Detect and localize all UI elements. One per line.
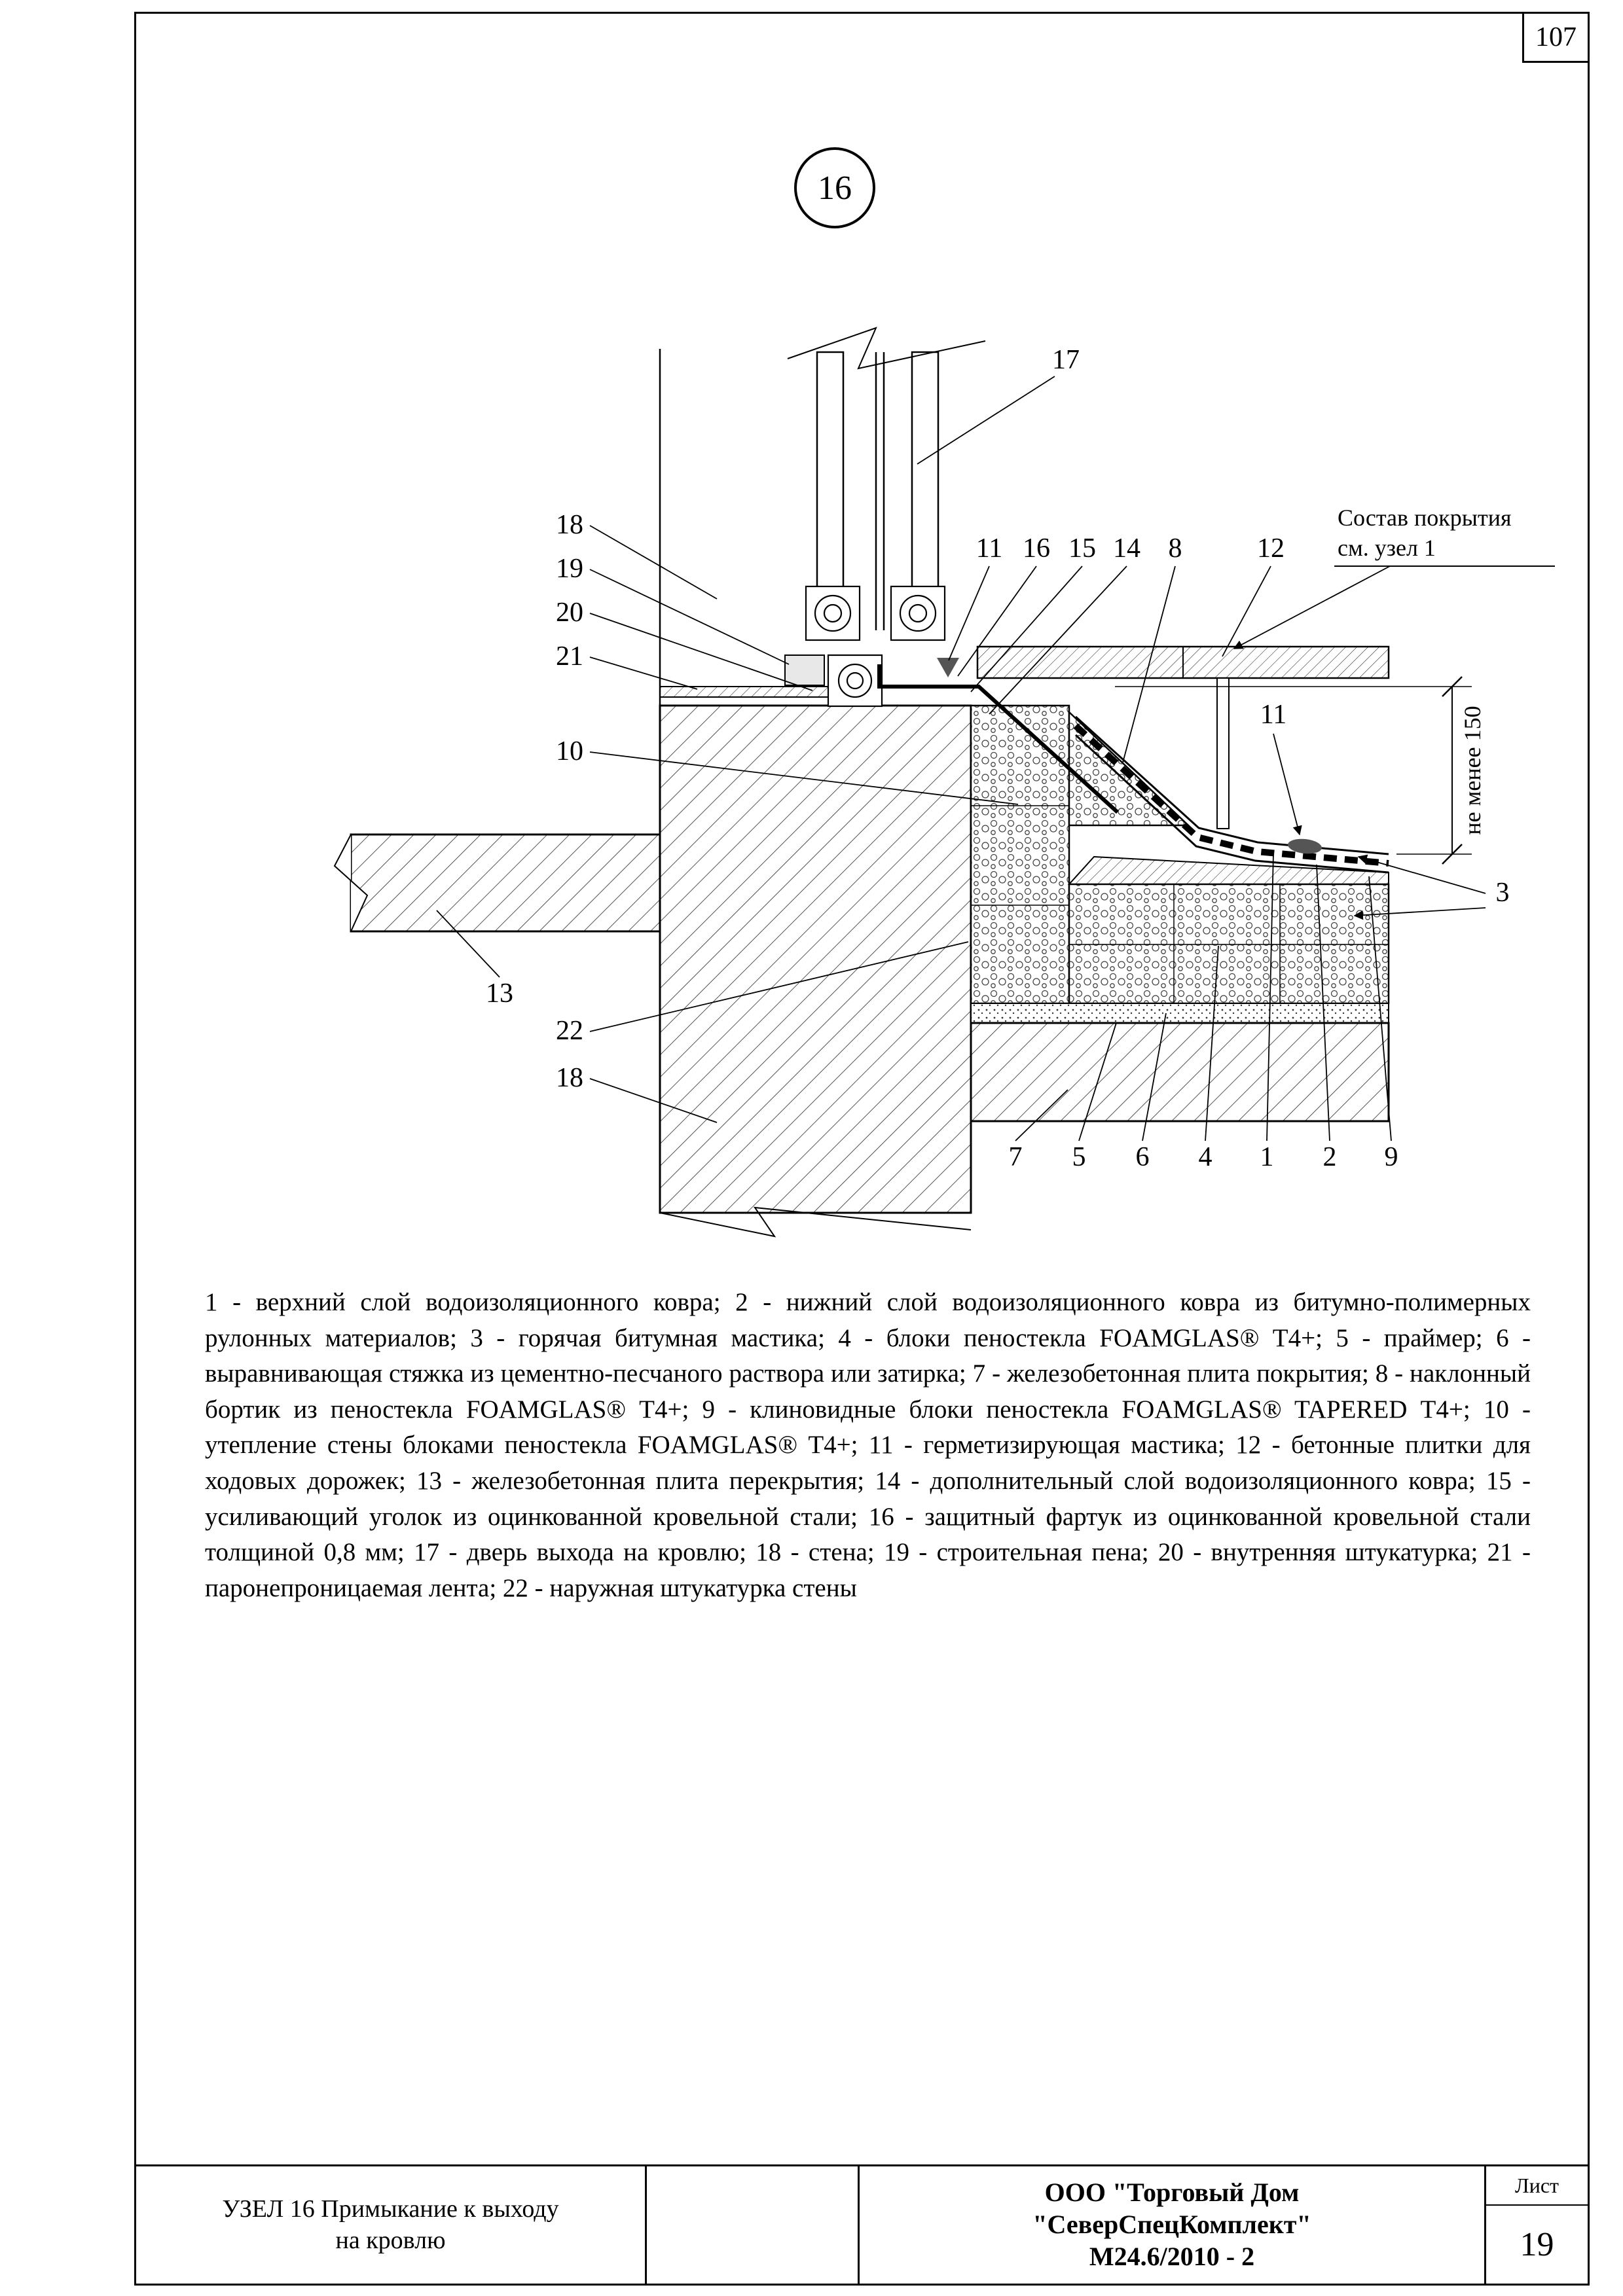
callout-9: 9 — [1368, 876, 1398, 1172]
callout-13: 13 — [436, 910, 513, 1009]
document-code: М24.6/2010 - 2 — [1089, 2241, 1255, 2271]
node-number-circle: 16 — [794, 147, 875, 228]
coating-note-line2: см. узел 1 — [1338, 535, 1436, 561]
callout-2: 2 — [1316, 864, 1337, 1172]
sheet-label: Лист — [1486, 2166, 1588, 2206]
foam-blocks — [1068, 883, 1390, 1005]
callout-11-right: 11 — [1260, 700, 1302, 836]
drawing-title: УЗЕЛ 16 Примыкание к выходу на кровлю — [136, 2166, 647, 2284]
callout-22: 22 — [556, 941, 969, 1046]
callout-label: 9 — [1385, 1142, 1398, 1172]
dimension-label: не менее 150 — [1459, 706, 1486, 834]
callout-17: 17 — [917, 345, 1080, 465]
callout-12: 12 — [1222, 533, 1285, 657]
callout-20: 20 — [556, 598, 813, 691]
sealant-mastic — [937, 658, 1322, 854]
drawing-title-line2: на кровлю — [335, 2226, 446, 2254]
roof-slab — [970, 1022, 1390, 1122]
page-number: 107 — [1522, 14, 1588, 63]
callout-label: 5 — [1072, 1142, 1086, 1172]
callout-label: 12 — [1257, 533, 1285, 564]
coating-note: Состав покрытия см. узел 1 — [1233, 505, 1555, 649]
title-block-spacer — [647, 2166, 860, 2284]
callout-14: 14 — [989, 533, 1140, 715]
company-block: ООО "Торговый Дом "СеверСпецКомплект" М2… — [860, 2166, 1484, 2284]
callout-18-bottom: 18 — [556, 1063, 718, 1123]
coating-note-line1: Состав покрытия — [1338, 505, 1512, 531]
callout-label: 10 — [556, 736, 583, 766]
callout-8: 8 — [1122, 533, 1182, 763]
callout-1: 1 — [1260, 852, 1274, 1172]
drawing-title-line1: УЗЕЛ 16 Примыкание к выходу — [222, 2195, 559, 2223]
callout-label: 4 — [1199, 1142, 1213, 1172]
callout-7: 7 — [1009, 1089, 1068, 1172]
callout-label: 15 — [1068, 533, 1096, 564]
callout-label: 18 — [556, 510, 583, 540]
callout-label: 21 — [556, 641, 583, 672]
callout-21: 21 — [556, 641, 698, 690]
callout-label: 22 — [556, 1016, 583, 1046]
callout-label: 16 — [1023, 533, 1050, 564]
callout-16: 16 — [957, 533, 1050, 677]
section-drawing: не менее 150 Состав покрытия см. узел 1 … — [333, 327, 1555, 1238]
dimension-150 — [1115, 676, 1472, 865]
page-frame: 107 16 — [134, 12, 1590, 2286]
company-line2: "СеверСпецКомплект" — [1032, 2210, 1311, 2240]
callout-label: 13 — [486, 978, 513, 1009]
callout-label: 11 — [976, 533, 1002, 564]
callout-label: 7 — [1009, 1142, 1023, 1172]
legend-text: 1 - верхний слой водоизоляционного ковра… — [205, 1288, 1531, 1602]
title-block: УЗЕЛ 16 Примыкание к выходу на кровлю ОО… — [136, 2164, 1588, 2284]
roof-membrane-layers — [1073, 715, 1389, 874]
callout-label: 18 — [556, 1063, 583, 1093]
callout-label: 20 — [556, 598, 583, 628]
tapered-blocks — [1067, 855, 1389, 885]
wall-insulation — [970, 704, 1070, 1005]
callout-19: 19 — [556, 554, 790, 665]
callout-label: 8 — [1169, 533, 1182, 564]
callout-6: 6 — [1136, 1013, 1167, 1172]
callout-label: 6 — [1136, 1142, 1150, 1172]
callout-label: 17 — [1052, 345, 1080, 375]
floor-slab-section — [333, 833, 661, 933]
callout-10: 10 — [556, 736, 1019, 805]
callout-3: 3 — [1353, 854, 1510, 920]
paving-slabs — [976, 645, 1390, 829]
door-section — [659, 327, 986, 706]
company-line1: ООО "Торговый Дом — [1044, 2178, 1300, 2208]
sealing-layers — [659, 655, 829, 698]
callout-label: 14 — [1113, 533, 1140, 564]
callout-15: 15 — [970, 533, 1096, 692]
callout-label: 1 — [1260, 1142, 1274, 1172]
callout-label: 2 — [1323, 1142, 1337, 1172]
wood-blocks — [805, 585, 946, 708]
foam-curb — [1068, 710, 1191, 827]
sheet-number: 19 — [1520, 2226, 1554, 2263]
sheet-cell: Лист 19 — [1484, 2166, 1588, 2284]
metal-apron — [877, 664, 1120, 814]
callout-4: 4 — [1199, 945, 1219, 1172]
callout-label: 19 — [556, 554, 583, 584]
wall-section — [659, 704, 972, 1238]
callout-11-top: 11 — [948, 533, 1002, 661]
callout-18-top: 18 — [556, 510, 718, 600]
callout-label: 3 — [1496, 878, 1510, 908]
callout-5: 5 — [1072, 1022, 1117, 1172]
callout-label: 11 — [1260, 700, 1286, 730]
screed-layer — [970, 1003, 1389, 1024]
